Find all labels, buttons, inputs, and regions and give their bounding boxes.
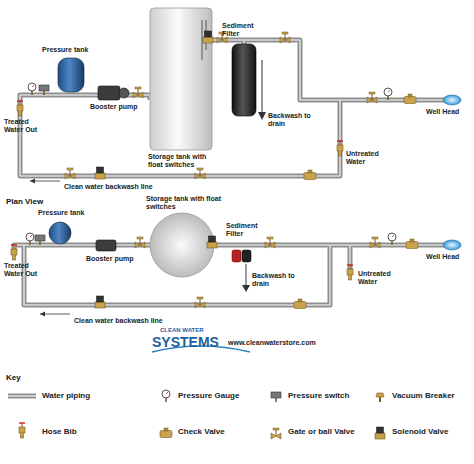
- website-url: www.cleanwaterstore.com: [228, 339, 316, 347]
- part-label: Storage tank with float switches: [146, 195, 226, 211]
- part-label: Pressure tank: [42, 46, 88, 54]
- part-label: Sediment Filter: [222, 22, 266, 38]
- part-label: Pressure tank: [38, 209, 84, 217]
- part-label: Storage tank with float switches: [148, 153, 216, 169]
- legend-label: Gate or ball Valve: [288, 427, 355, 436]
- part-label: Untreated Water: [358, 270, 404, 286]
- part-label: Booster pump: [90, 103, 137, 111]
- legend-label: Solenoid Valve: [392, 427, 448, 436]
- part-label: Treated Water Out: [4, 118, 48, 134]
- view-title: Plan View: [6, 197, 43, 206]
- logo-text: SYSTEMS: [152, 334, 219, 350]
- legend-label: Water piping: [42, 391, 90, 400]
- legend-label: Pressure switch: [288, 391, 349, 400]
- part-label: Untreated Water: [346, 150, 392, 166]
- part-label: Sediment Filter: [226, 222, 270, 238]
- legend-label: Vacuum Breaker: [392, 391, 455, 400]
- part-label: Backwash to drain: [252, 272, 296, 288]
- logo-text: CLEAN WATER: [160, 327, 204, 334]
- part-label: Treated Water Out: [4, 262, 48, 278]
- part-label: Well Head: [426, 108, 470, 116]
- part-label: Backwash to drain: [268, 112, 312, 128]
- part-label: Booster pump: [86, 255, 133, 263]
- legend-label: Pressure Gauge: [178, 391, 239, 400]
- key-heading: Key: [6, 373, 21, 382]
- legend-label: Check Valve: [178, 427, 225, 436]
- legend-label: Hose Bib: [42, 427, 77, 436]
- line-label: Clean water backwash line: [64, 183, 153, 191]
- part-label: Well Head: [426, 253, 470, 261]
- line-label: Clean water backwash line: [74, 317, 163, 325]
